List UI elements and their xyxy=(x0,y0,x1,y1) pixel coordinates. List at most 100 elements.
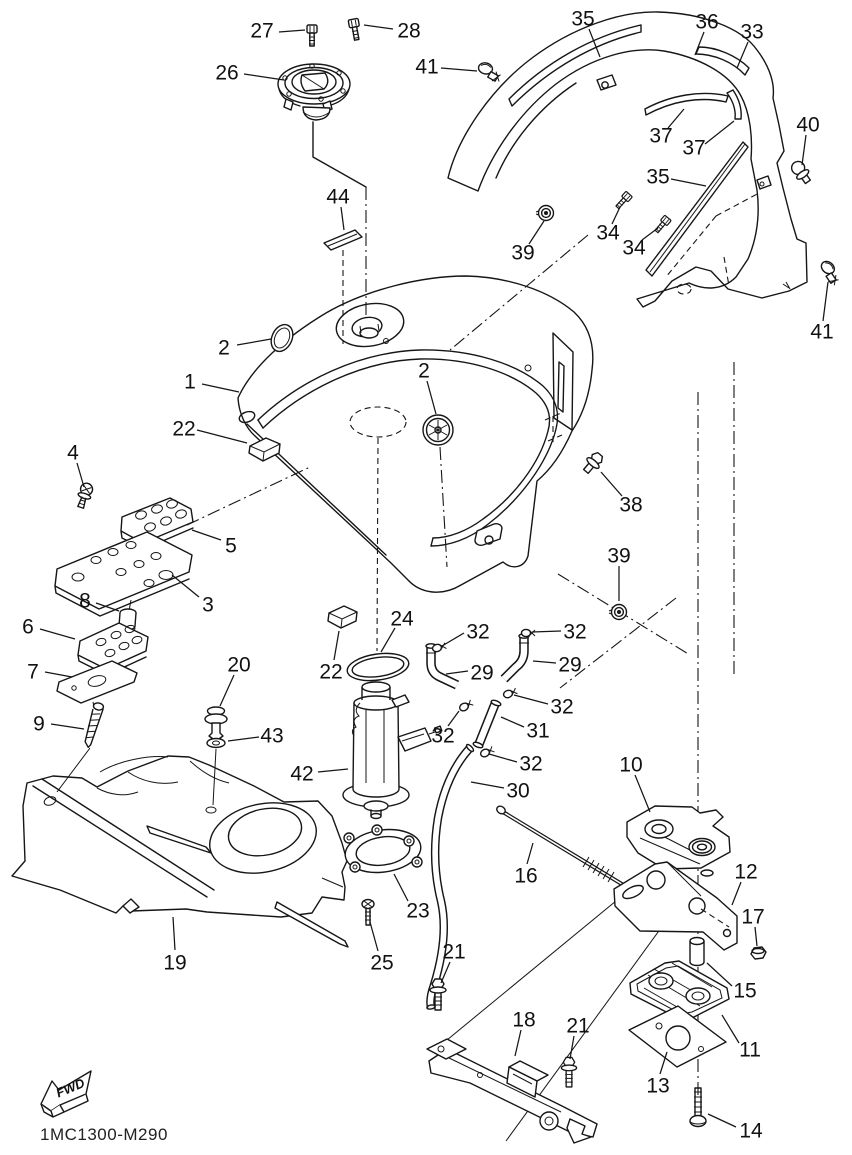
part-29-hose-left xyxy=(425,643,460,690)
leader-line-31 xyxy=(500,716,525,728)
leader-line-36 xyxy=(694,31,705,56)
leader-line-33 xyxy=(736,41,749,69)
callout-21: 21 xyxy=(442,941,465,964)
leader-line-9 xyxy=(50,723,85,730)
leader-line-11 xyxy=(721,1014,740,1044)
part-13-plate xyxy=(628,1005,727,1068)
leader-line-12 xyxy=(731,881,742,906)
part-4-screw xyxy=(77,482,94,509)
callout-32: 32 xyxy=(550,696,573,719)
part-9-screw xyxy=(84,702,105,749)
callout-12: 12 xyxy=(734,861,757,884)
leader-line-8 xyxy=(95,602,120,612)
leader-line-32 xyxy=(488,753,518,763)
callout-36: 36 xyxy=(695,11,718,34)
part-3-bracket-plate xyxy=(54,531,193,617)
callout-4: 4 xyxy=(67,442,79,465)
callout-18: 18 xyxy=(512,1009,535,1032)
part-39-grommet-upper xyxy=(535,204,555,222)
callout-22: 22 xyxy=(319,661,342,684)
callout-32: 32 xyxy=(431,725,454,748)
callout-11: 11 xyxy=(739,1039,761,1062)
part-17-nut xyxy=(750,946,767,960)
callout-30: 30 xyxy=(506,780,529,803)
leader-line-29 xyxy=(445,670,469,675)
part-1-fuel-tank xyxy=(237,275,594,629)
part-19-tank-bottom-and-shield xyxy=(11,755,349,948)
part-15-collar xyxy=(689,936,705,967)
callout-33: 33 xyxy=(740,21,763,44)
callout-3: 3 xyxy=(202,594,214,617)
leader-line-41 xyxy=(440,67,478,72)
callout-26: 26 xyxy=(215,62,238,85)
part-16-rod xyxy=(496,805,638,894)
callout-7: 7 xyxy=(27,661,39,684)
part-29-hose-right xyxy=(500,633,530,683)
callout-32: 32 xyxy=(466,621,489,644)
leader-line-7 xyxy=(44,671,73,678)
part-28-bolt xyxy=(347,17,363,42)
part-40-screw xyxy=(790,160,812,185)
leader-line-3 xyxy=(171,574,200,598)
callout-38: 38 xyxy=(619,494,642,517)
part-44-damper-strip xyxy=(323,229,363,251)
part-21-bolt-right xyxy=(560,1056,578,1088)
leader-line-23 xyxy=(393,873,409,902)
diagram-code: 1MC1300-M290 xyxy=(40,1125,168,1144)
leader-line-34 xyxy=(641,227,659,241)
leader-line-21 xyxy=(569,1035,575,1060)
callout-39: 39 xyxy=(511,242,534,265)
callout-6: 6 xyxy=(22,616,34,639)
callout-14: 14 xyxy=(739,1120,763,1143)
leader-line-22 xyxy=(196,429,248,444)
callout-37: 37 xyxy=(682,137,705,160)
part-42-fuel-pump xyxy=(342,681,443,820)
callout-29: 29 xyxy=(558,654,581,677)
callout-1: 1 xyxy=(184,371,196,394)
leader-line-6 xyxy=(39,628,76,640)
callout-41: 41 xyxy=(810,321,833,344)
part-26-fuel-cap xyxy=(277,63,351,121)
part-43-washer xyxy=(206,737,226,749)
leader-line-42 xyxy=(317,768,349,773)
leader-line-32 xyxy=(441,632,465,647)
leader-line-35 xyxy=(588,28,601,58)
leader-line-41 xyxy=(822,281,829,322)
callout-27: 27 xyxy=(250,20,273,43)
callout-2: 2 xyxy=(418,360,430,383)
part-10-bracket xyxy=(626,805,731,877)
callout-32: 32 xyxy=(519,753,542,776)
part-30-hose xyxy=(426,743,475,1010)
callout-28: 28 xyxy=(397,20,420,43)
leader-line-39 xyxy=(528,220,545,245)
part-5-pad xyxy=(120,497,194,550)
leader-line-43 xyxy=(227,736,260,742)
leader-line-32 xyxy=(447,710,460,727)
callout-24: 24 xyxy=(390,608,414,631)
callout-20: 20 xyxy=(227,654,250,677)
part-20-pin xyxy=(204,706,228,742)
leader-line-30 xyxy=(470,781,505,789)
leader-line-14 xyxy=(707,1113,737,1128)
part-24-oring xyxy=(346,652,410,682)
callout-39: 39 xyxy=(607,545,630,568)
leader-line-27 xyxy=(278,29,306,33)
callout-8: 8 xyxy=(79,590,91,613)
callout-16: 16 xyxy=(514,865,537,888)
callout-29: 29 xyxy=(470,662,493,685)
callout-32: 32 xyxy=(563,621,586,644)
part-34-bolt-left xyxy=(613,190,634,211)
leader-line-35 xyxy=(670,178,707,187)
part-25-screw xyxy=(361,898,375,926)
callout-41: 41 xyxy=(415,56,438,79)
fwd-arrow-icon: FWD xyxy=(40,1070,92,1118)
leader-line-29 xyxy=(532,660,557,664)
part-12-bracket xyxy=(613,861,738,951)
callout-37: 37 xyxy=(649,125,672,148)
leader-line-22 xyxy=(333,630,340,661)
callout-9: 9 xyxy=(33,713,45,736)
leader-line-13 xyxy=(659,1051,668,1075)
part-41-grommet-left xyxy=(475,60,503,84)
